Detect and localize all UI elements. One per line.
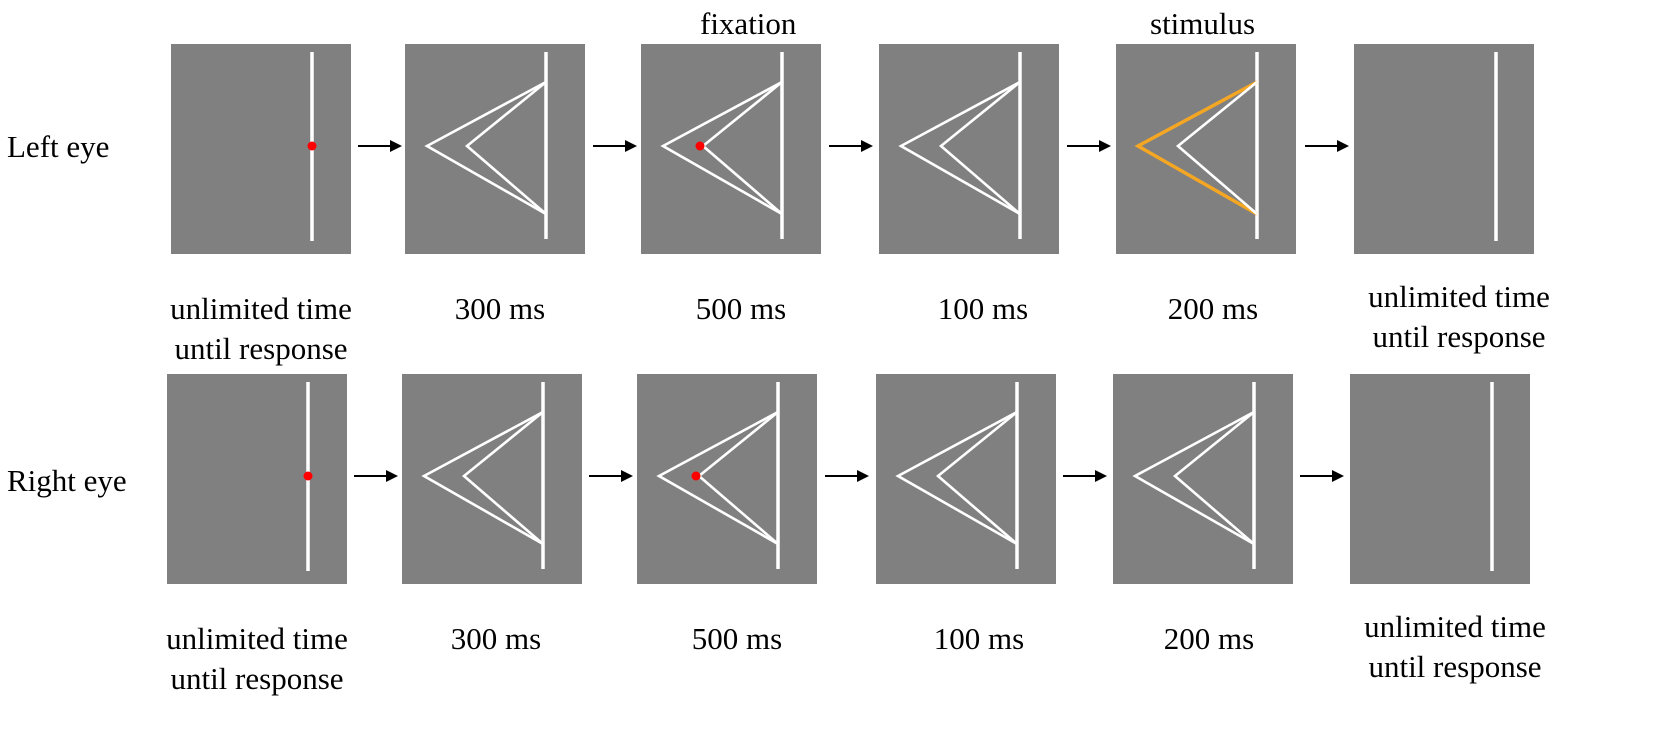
panel-background [1354, 44, 1534, 254]
duration-line: unlimited time [1364, 609, 1546, 644]
duration-line: until response [170, 661, 344, 696]
sequence-arrow-icon [358, 140, 402, 152]
duration-line: 200 ms [1167, 291, 1259, 326]
sequence-arrow-icon [589, 470, 633, 482]
fixation-dot [307, 141, 317, 151]
duration-line: 200 ms [1163, 621, 1255, 656]
frame-duration-label: unlimited time until response [170, 289, 352, 369]
duration-line: 500 ms [691, 621, 783, 656]
frame-panel-right-2 [402, 374, 582, 584]
fixation-dot [303, 471, 313, 481]
outer-chevron [898, 80, 1021, 216]
inner-chevron [938, 80, 1021, 215]
panel-background [641, 44, 821, 254]
duration-line: unlimited time [166, 621, 348, 656]
outer-chevron [895, 410, 1018, 546]
frame-duration-label: 200 ms [1164, 619, 1254, 659]
frame-panel-left-3 [641, 44, 821, 254]
frame-duration-label: unlimited time until response [1368, 277, 1550, 357]
frame-duration-label: 300 ms [451, 619, 541, 659]
phase-label-fixation: fixation [700, 6, 797, 41]
sequence-arrow-icon [354, 470, 398, 482]
panel-background [1350, 374, 1530, 584]
panel-background [402, 374, 582, 584]
outer-chevron [656, 410, 779, 546]
inner-chevron [1172, 410, 1255, 545]
frame-panel-right-6 [1350, 374, 1530, 584]
sequence-arrow-icon [593, 140, 637, 152]
inner-chevron [1175, 80, 1258, 215]
frame-panel-left-4 [879, 44, 1059, 254]
sequence-arrow-icon [1067, 140, 1111, 152]
frame-duration-label: 300 ms [455, 289, 545, 329]
sequence-arrow-icon [1063, 470, 1107, 482]
sequence-arrow-icon [829, 140, 873, 152]
frame-panel-right-5 [1113, 374, 1293, 584]
outer-chevron [660, 80, 783, 216]
panel-background [167, 374, 347, 584]
duration-line: until response [1372, 319, 1546, 354]
duration-line: 500 ms [695, 291, 787, 326]
fixation-dot [695, 141, 705, 151]
frame-panel-right-3 [637, 374, 817, 584]
duration-line: 100 ms [937, 291, 1029, 326]
fixation-dot [691, 471, 701, 481]
duration-line: unlimited time [170, 291, 352, 326]
inner-chevron [461, 410, 544, 545]
frame-panel-left-1 [171, 44, 351, 254]
frame-duration-label: 500 ms [696, 289, 786, 329]
panel-background [879, 44, 1059, 254]
sequence-arrow-icon [1300, 470, 1344, 482]
inner-chevron [935, 410, 1018, 545]
frame-duration-label: unlimited time until response [1364, 607, 1546, 687]
frame-panel-right-4 [876, 374, 1056, 584]
row-label-right-eye: Right eye [7, 463, 127, 498]
frame-duration-label: 200 ms [1168, 289, 1258, 329]
duration-line: 300 ms [450, 621, 542, 656]
inner-chevron [464, 80, 547, 215]
outer-chevron [424, 80, 547, 216]
outer-chevron [1134, 80, 1258, 216]
duration-line: 100 ms [933, 621, 1025, 656]
outer-chevron [1132, 410, 1255, 546]
duration-line: until response [1368, 649, 1542, 684]
frame-panel-right-1 [167, 374, 347, 584]
outer-chevron [421, 410, 544, 546]
duration-line: until response [174, 331, 348, 366]
panel-background [1113, 374, 1293, 584]
panel-background [171, 44, 351, 254]
duration-line: unlimited time [1368, 279, 1550, 314]
panel-background [637, 374, 817, 584]
frame-panel-left-2 [405, 44, 585, 254]
frame-duration-label: 100 ms [934, 619, 1024, 659]
sequence-arrow-icon [825, 470, 869, 482]
phase-label-stimulus: stimulus [1150, 6, 1256, 41]
duration-line: 300 ms [454, 291, 546, 326]
frame-duration-label: 100 ms [938, 289, 1028, 329]
frame-panel-left-5 [1116, 44, 1296, 254]
frame-duration-label: 500 ms [692, 619, 782, 659]
frame-duration-label: unlimited time until response [166, 619, 348, 699]
row-label-left-eye: Left eye [7, 129, 110, 164]
sequence-arrow-icon [1305, 140, 1349, 152]
panel-background [876, 374, 1056, 584]
panel-background [405, 44, 585, 254]
frame-panel-left-6 [1354, 44, 1534, 254]
